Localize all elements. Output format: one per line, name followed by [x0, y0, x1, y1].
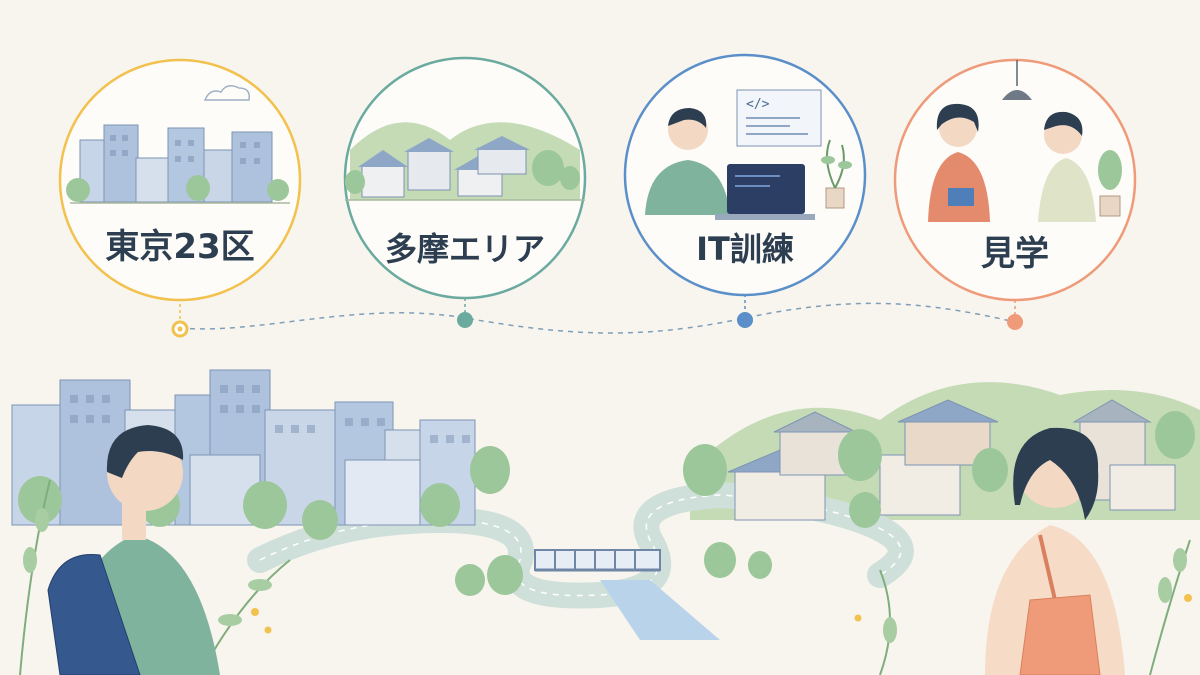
- code-icon: </>: [746, 97, 770, 112]
- bridge: [534, 549, 661, 572]
- trees-right: [683, 411, 1195, 579]
- timeline-node-2: [457, 312, 473, 328]
- landscape: [11, 369, 1200, 675]
- topic-card-tokyo: 東京23区: [58, 58, 302, 302]
- timeline-node-4: [1007, 314, 1023, 330]
- man-with-backpack: [47, 425, 220, 675]
- it-training-illustration: </>: [645, 89, 852, 220]
- topic-card-tama: 多摩エリア: [343, 56, 587, 300]
- tour-illustration: [928, 60, 1122, 222]
- topic-label-it: IT訓練: [696, 230, 794, 268]
- topic-label-tokyo: 東京23区: [105, 227, 254, 267]
- suburb-houses: [727, 399, 1176, 521]
- suburb-illustration: [345, 122, 585, 201]
- topic-card-tour: 見学: [893, 58, 1137, 302]
- topic-label-tour: 見学: [981, 234, 1049, 274]
- topic-card-it: </> IT訓練: [623, 53, 867, 297]
- trees-left: [18, 446, 523, 596]
- timeline-node-3: [737, 312, 753, 328]
- woman-with-tote: [985, 427, 1125, 675]
- timeline-path: [179, 302, 1016, 334]
- city-illustration: [66, 85, 290, 204]
- topic-label-tama: 多摩エリア: [385, 230, 545, 268]
